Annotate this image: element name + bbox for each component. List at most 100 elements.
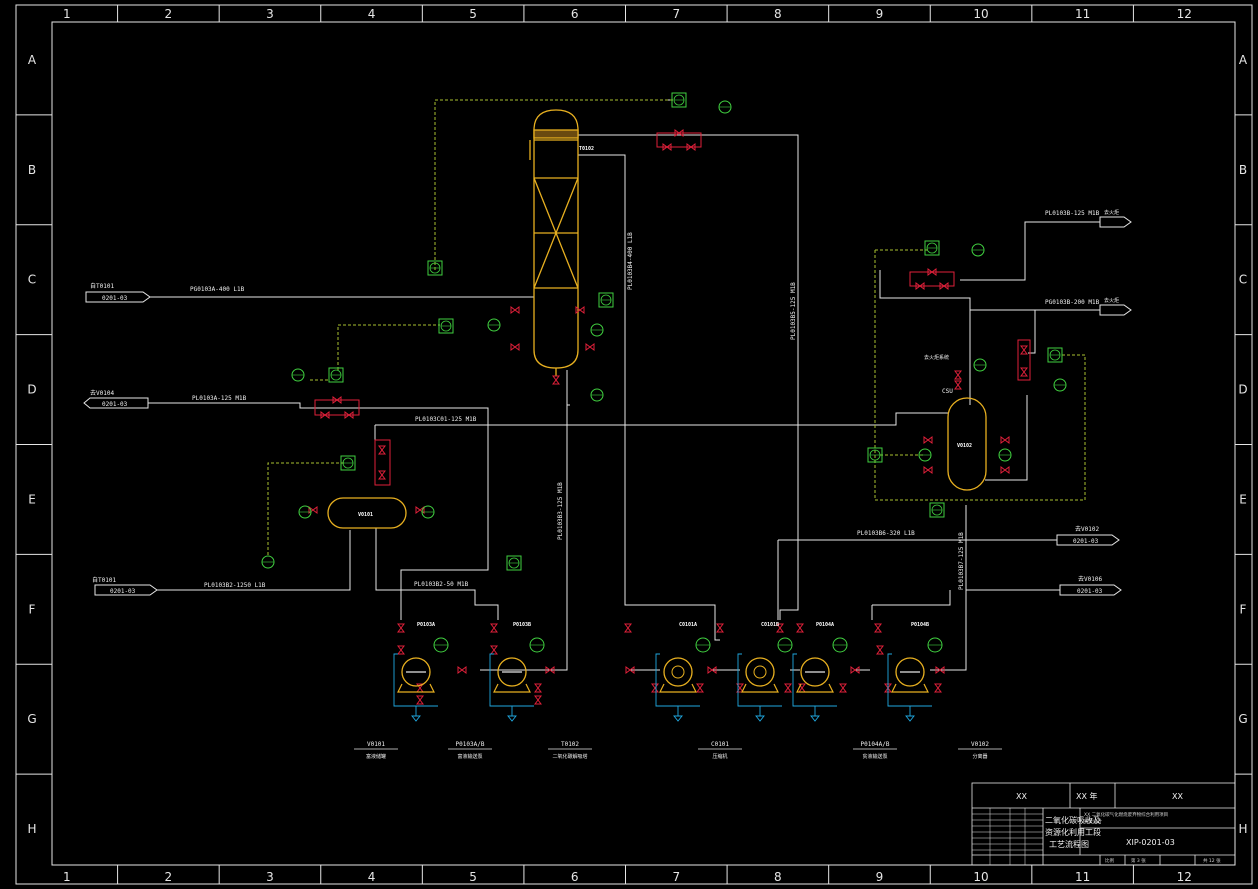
pump-tag: P0104B — [911, 622, 929, 628]
pump-tag: P0104A — [816, 622, 834, 628]
field-instrument-icon — [973, 358, 987, 372]
gate-valve — [696, 683, 704, 693]
controller-icon — [340, 455, 356, 471]
gate-valve — [876, 645, 884, 655]
controller-icon — [671, 92, 687, 108]
gate-valve — [320, 411, 330, 419]
connector-c1-box: 0201-03 — [102, 295, 128, 302]
grid-col-top: 6 — [571, 7, 579, 21]
pump-icon — [887, 637, 943, 722]
gate-valve — [923, 466, 933, 474]
vent-label: 去火炬系统 — [924, 354, 949, 361]
connector-r1-head: 去火炬 — [1104, 209, 1119, 216]
pump-tag: P0103A — [417, 622, 435, 628]
v0101-tag: V0101 — [358, 512, 373, 518]
grid-col-bottom: 2 — [165, 870, 173, 884]
gate-valve — [884, 683, 892, 693]
controller-icon — [924, 240, 940, 256]
connector-r1: 去火炬 — [1099, 209, 1132, 228]
pump-icon — [737, 637, 793, 722]
field-instrument-icon — [298, 505, 312, 519]
grid-col-bottom: 4 — [368, 870, 376, 884]
connector-c1-head: 自T0101 — [90, 282, 114, 290]
pipe-label-line-e: PL0103C01-125 M1B — [415, 416, 477, 423]
grid-col-bottom: 12 — [1177, 870, 1192, 884]
pipe-label-line-d: PL0103A-125 M1B — [192, 395, 247, 402]
legend-desc: 贫液输送泵 — [862, 753, 887, 760]
tb-drawing-no: XIP-0201-03 — [1126, 838, 1175, 847]
legend-tag: V0102 — [971, 741, 989, 748]
drum-v0101 — [327, 497, 407, 529]
grid-row-right: E — [1239, 492, 1247, 506]
gate-valve — [344, 411, 354, 419]
pipe-label-vert-2: PL0103B5-125 M1B — [790, 282, 797, 340]
controller-icon — [438, 318, 454, 334]
grid-row-right: F — [1240, 602, 1247, 616]
gate-valve — [624, 623, 632, 633]
grid-col-top: 7 — [672, 7, 680, 21]
connector-c2: 去V0104 0201-03 — [83, 389, 149, 409]
tb-project-line2: 初步设计 — [1084, 818, 1102, 825]
gate-valve — [935, 666, 945, 674]
gate-valve — [552, 375, 560, 385]
connector-c5-head: 去V0106 — [1078, 575, 1102, 583]
gate-valve — [1000, 436, 1010, 444]
gate-valve — [575, 306, 585, 314]
tb-footer-2: 第 3 张 — [1131, 857, 1146, 864]
pipe-label-line-f1: PL0103B2-1250 L1B — [204, 582, 266, 589]
connector-c1: 自T0101 0201-03 — [85, 282, 151, 303]
tb-footer-1: 比例 — [1105, 857, 1114, 864]
controller-icon — [1047, 347, 1063, 363]
pipe-label-right-2: PG0103B-200 M1B — [1045, 299, 1100, 306]
gate-valve — [534, 683, 542, 693]
connector-c5-box: 0201-03 — [1077, 588, 1103, 595]
grid-row-right: C — [1239, 273, 1247, 287]
field-instrument-icon — [487, 318, 501, 332]
pipe-label-line-f2: PL0103B2-50 M1B — [414, 581, 469, 588]
column-t0102 — [529, 109, 579, 376]
pump-icon — [792, 637, 848, 722]
grid-row-left: F — [29, 602, 36, 616]
controller-icon — [598, 292, 614, 308]
connector-c3-box: 0201-03 — [110, 588, 136, 595]
gate-valve — [490, 645, 498, 655]
pipe-label-vert-1: PL0103B4-400 L1B — [627, 232, 634, 290]
gate-valve — [850, 666, 860, 674]
grid-row-right: G — [1238, 712, 1247, 726]
connector-c4: 去V0102 0201-03 — [1056, 525, 1120, 546]
pipe-label-vert-3: PL0103B3-125 M1B — [557, 482, 564, 540]
connector-c3: 自T0101 0201-03 — [92, 576, 158, 596]
legend-tag: T0102 — [561, 741, 579, 748]
grid-col-top: 1 — [63, 7, 71, 21]
gate-valve — [457, 666, 467, 674]
connector-c2-head: 去V0104 — [90, 389, 114, 397]
gate-valve — [510, 343, 520, 351]
legend-desc: 富液输送泵 — [457, 753, 482, 760]
connector-c3-head: 自T0101 — [92, 576, 116, 584]
process-lines — [148, 99, 1100, 671]
grid-row-right: A — [1239, 53, 1248, 67]
field-instrument-icon — [1053, 378, 1067, 392]
pump-icon — [489, 637, 545, 722]
grid-col-bottom: 10 — [973, 870, 988, 884]
grid-col-bottom: 7 — [672, 870, 680, 884]
grid-col-bottom: 3 — [266, 870, 274, 884]
legend-desc: 二氧化碳解吸塔 — [552, 753, 587, 760]
gate-valve — [308, 506, 318, 514]
drawing-frame — [15, 4, 1253, 885]
grid-row-left: A — [28, 53, 37, 67]
legend-tag: P0104A/B — [861, 741, 890, 748]
grid-row-right: H — [1238, 822, 1247, 836]
gate-valve — [534, 695, 542, 705]
tb-title-3: 工艺流程图 — [1049, 839, 1089, 849]
pump-icon — [655, 637, 711, 722]
gate-valve — [416, 695, 424, 705]
grid-col-bottom: 1 — [63, 870, 71, 884]
grid-row-right: B — [1239, 163, 1247, 177]
legend-tag: V0101 — [367, 741, 385, 748]
field-instrument-icon — [718, 100, 732, 114]
field-instrument-icon — [261, 555, 275, 569]
gate-valve — [839, 683, 847, 693]
gate-valve — [585, 343, 595, 351]
gate-valve — [397, 645, 405, 655]
